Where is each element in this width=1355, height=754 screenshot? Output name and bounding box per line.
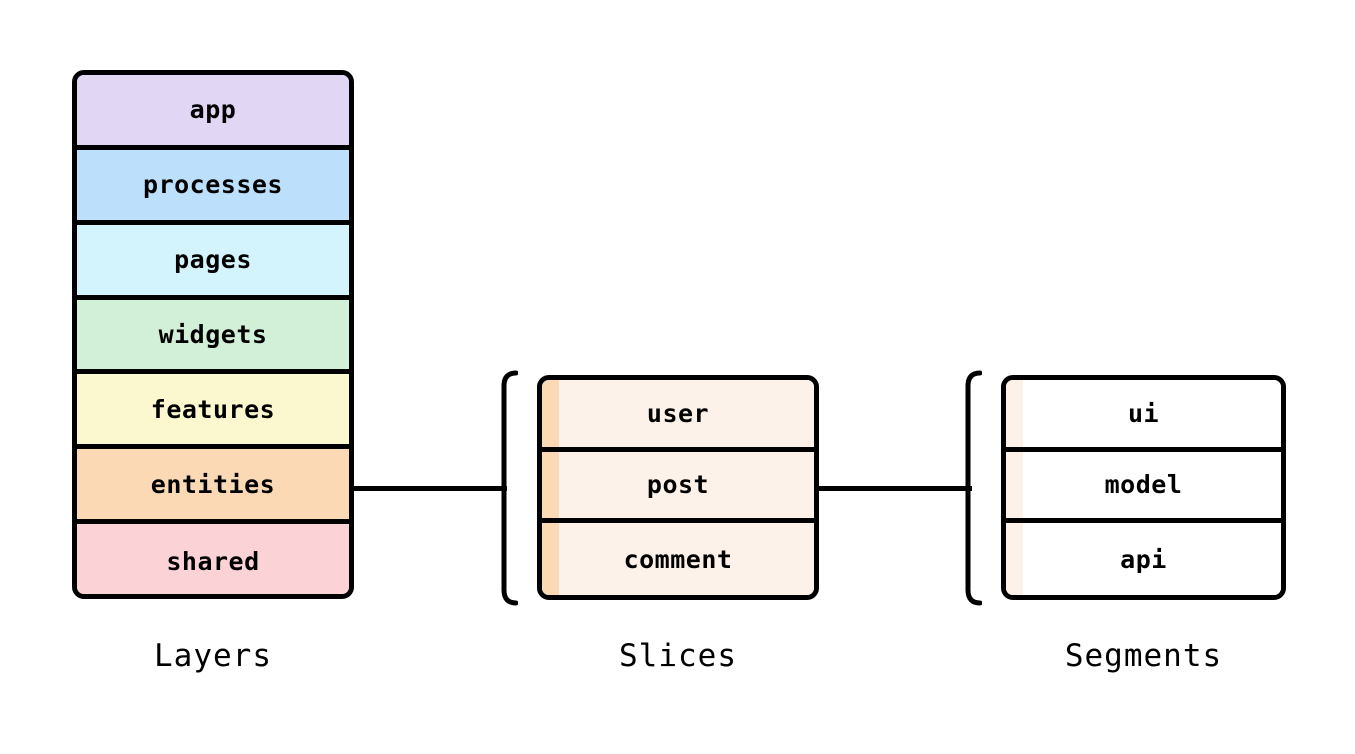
layer-row-processes[interactable]: processes xyxy=(77,149,349,225)
segment-label-api: api xyxy=(1120,544,1167,574)
layer-label-app: app xyxy=(189,95,237,125)
segments-bracket-icon xyxy=(965,370,982,606)
segment-accent-stripe xyxy=(1006,451,1023,519)
caption-segments: Segments xyxy=(1064,638,1223,674)
segment-accent-stripe xyxy=(1006,380,1023,447)
segments-bracket xyxy=(960,370,982,606)
slices-bracket xyxy=(496,370,518,606)
connector-layers-to-slices xyxy=(353,486,507,491)
slices-bracket-icon xyxy=(501,370,518,606)
layer-label-widgets: widgets xyxy=(158,319,268,349)
layer-row-features[interactable]: features xyxy=(77,374,349,450)
slices-column: user post comment xyxy=(537,375,819,600)
slice-label-comment: comment xyxy=(623,544,733,574)
slice-label-post: post xyxy=(646,470,710,500)
caption-slices: Slices xyxy=(619,638,737,674)
slice-accent-stripe xyxy=(542,380,559,447)
segment-row-api[interactable]: api xyxy=(1006,523,1281,595)
slice-row-post[interactable]: post xyxy=(542,451,814,524)
slice-accent-stripe xyxy=(542,451,559,519)
caption-layers: Layers xyxy=(154,638,272,674)
slice-row-comment[interactable]: comment xyxy=(542,523,814,595)
segment-row-model[interactable]: model xyxy=(1006,451,1281,524)
segment-label-ui: ui xyxy=(1127,398,1160,428)
layer-row-entities[interactable]: entities xyxy=(77,449,349,525)
layer-label-shared: shared xyxy=(166,546,260,576)
layer-row-pages[interactable]: pages xyxy=(77,224,349,300)
layer-row-shared[interactable]: shared xyxy=(77,524,349,594)
slice-accent-stripe xyxy=(542,523,559,595)
slice-label-user: user xyxy=(646,398,710,428)
segments-column: ui model api xyxy=(1001,375,1286,600)
segment-accent-stripe xyxy=(1006,523,1023,595)
segment-row-ui[interactable]: ui xyxy=(1006,380,1281,452)
layers-column: app processes pages widgets features ent… xyxy=(72,70,354,599)
layer-row-widgets[interactable]: widgets xyxy=(77,299,349,375)
layer-label-entities: entities xyxy=(150,469,276,499)
connector-slices-to-segments xyxy=(818,486,972,491)
slice-row-user[interactable]: user xyxy=(542,380,814,452)
layer-row-app[interactable]: app xyxy=(77,75,349,150)
layer-label-processes: processes xyxy=(143,170,283,200)
layer-label-features: features xyxy=(150,394,276,424)
segment-label-model: model xyxy=(1104,470,1183,500)
layer-label-pages: pages xyxy=(174,245,252,275)
